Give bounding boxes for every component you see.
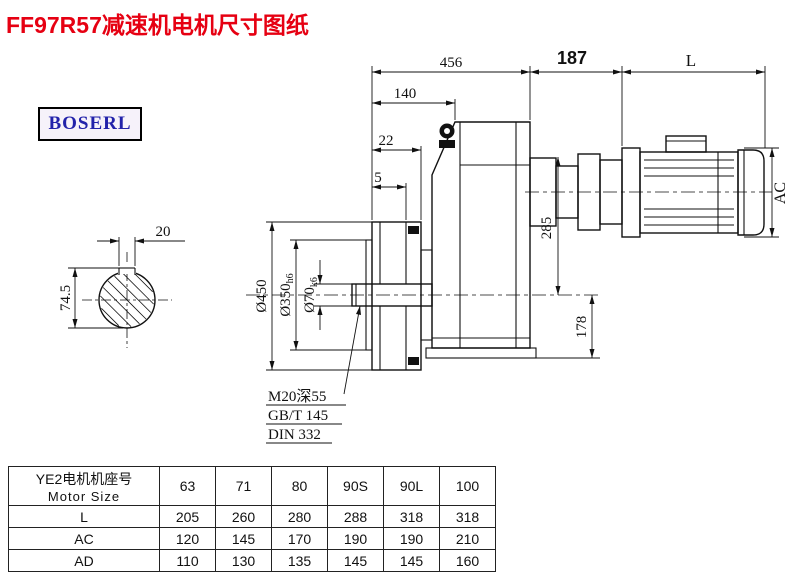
motor-size-header-cell: YE2电机机座号 Motor Size <box>8 466 160 506</box>
dim-label-178: 178 <box>574 316 590 339</box>
gearbox-housing <box>431 121 531 349</box>
motor-view <box>525 135 772 238</box>
cell-AD-100: 160 <box>439 549 496 572</box>
dim-label-140: 140 <box>394 86 417 102</box>
note-din332: DIN 332 <box>268 427 321 443</box>
size-col-100: 100 <box>439 466 496 506</box>
cell-AC-63: 120 <box>159 527 216 550</box>
cell-AD-90l: 145 <box>383 549 440 572</box>
motor-flange <box>621 147 641 238</box>
size-col-63: 63 <box>159 466 216 506</box>
gearbox-base <box>425 347 537 359</box>
dim-label-20: 20 <box>156 224 171 240</box>
cell-AD-90s: 145 <box>327 549 384 572</box>
table-row-L: L 205 260 280 288 318 318 <box>8 505 496 528</box>
fan-cover <box>737 149 765 236</box>
cell-AD-80: 135 <box>271 549 328 572</box>
cell-AC-90s: 190 <box>327 527 384 550</box>
technical-drawing-svg: 20 74.5 <box>58 48 789 444</box>
size-col-90l: 90L <box>383 466 440 506</box>
cell-AC-90l: 190 <box>383 527 440 550</box>
dim-label-AC: AC <box>772 182 789 204</box>
dimension-flange-dia-450: Ø450 <box>254 221 372 371</box>
dimension-spigot-dia-350: Ø350h6 <box>278 239 366 351</box>
dim-label-22: 22 <box>379 133 394 149</box>
dim-label-dia350h6: Ø350h6 <box>278 273 296 316</box>
section-hatching <box>100 273 154 327</box>
header-cn: YE2电机机座号 <box>35 470 133 487</box>
bearing-hub <box>420 249 433 341</box>
dimension-22: 22 <box>372 133 422 220</box>
row-label-AD: AD <box>8 549 160 572</box>
cell-L-71: 260 <box>215 505 272 528</box>
dimension-5: 5 <box>372 170 407 220</box>
size-col-71: 71 <box>215 466 272 506</box>
dim-label-dia70k6: Ø70k6 <box>302 277 320 313</box>
cell-L-90s: 288 <box>327 505 384 528</box>
brand-logo: BOSERL <box>38 107 142 141</box>
size-col-80: 80 <box>271 466 328 506</box>
motor-body <box>639 151 739 234</box>
row-label-L: L <box>8 505 160 528</box>
cell-L-90l: 318 <box>383 505 440 528</box>
cell-AC-71: 145 <box>215 527 272 550</box>
header-en: Motor Size <box>47 488 121 504</box>
motor-size-table: YE2电机机座号 Motor Size 63 71 80 90S 90L 100… <box>8 466 496 572</box>
dim-label-5: 5 <box>374 170 382 186</box>
cell-AC-80: 170 <box>271 527 328 550</box>
dimension-L: L <box>622 51 766 148</box>
dim-label-dia450: Ø450 <box>254 279 270 312</box>
cell-L-100: 318 <box>439 505 496 528</box>
dimension-187: 187 <box>530 48 623 146</box>
shaft-end-view: 20 74.5 <box>58 224 185 348</box>
keyway <box>118 264 136 275</box>
table-header-row: YE2电机机座号 Motor Size 63 71 80 90S 90L 100 <box>8 466 496 506</box>
terminal-box <box>665 135 707 153</box>
dimension-AC: AC <box>744 147 789 238</box>
dimension-456: 456 <box>371 55 531 220</box>
note-gbt145: GB/T 145 <box>268 408 328 424</box>
cell-AD-71: 130 <box>215 549 272 572</box>
dimension-bore-74-5: 74.5 <box>58 267 123 329</box>
cell-AC-100: 210 <box>439 527 496 550</box>
dimension-shaft-dia-70: Ø70k6 <box>302 260 352 330</box>
dim-label-74-5: 74.5 <box>58 285 74 311</box>
page-title: FF97R57减速机电机尺寸图纸 <box>6 12 309 38</box>
gearbox-view <box>246 121 600 371</box>
eye-bolt <box>439 123 455 148</box>
table-row-AD: AD 110 130 135 145 145 160 <box>8 549 496 572</box>
size-col-90s: 90S <box>327 466 384 506</box>
cell-L-80: 280 <box>271 505 328 528</box>
brand-logo-text: BOSERL <box>48 113 132 134</box>
notes: M20深55 GB/T 145 DIN 332 <box>266 305 361 444</box>
dimension-140: 140 <box>372 86 456 120</box>
motor-adapter <box>529 153 623 231</box>
dim-label-L: L <box>686 51 696 70</box>
note-tap-m20: M20深55 <box>268 388 326 405</box>
dim-label-285: 285 <box>539 217 555 240</box>
cell-AD-63: 110 <box>159 549 216 572</box>
dimension-178: 178 <box>536 295 600 359</box>
flange-spigot <box>365 239 373 351</box>
dimension-285: 285 <box>539 157 561 295</box>
output-flange <box>371 221 422 371</box>
dimension-keyway-20: 20 <box>97 224 185 266</box>
cell-L-63: 205 <box>159 505 216 528</box>
dim-label-456: 456 <box>440 55 463 71</box>
dim-label-187: 187 <box>557 48 587 68</box>
table-row-AC: AC 120 145 170 190 190 210 <box>8 527 496 550</box>
row-label-AC: AC <box>8 527 160 550</box>
